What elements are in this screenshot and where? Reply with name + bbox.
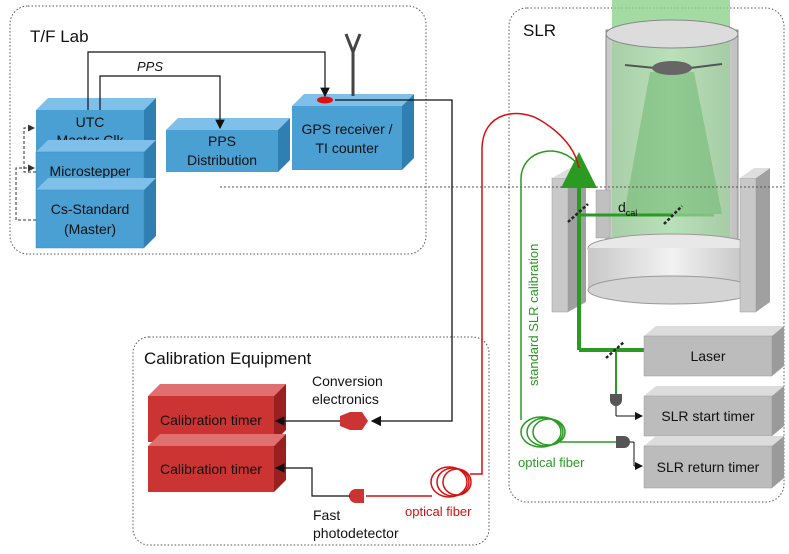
feedback-arrows — [15, 124, 36, 221]
right-pillar — [756, 168, 770, 312]
svg-text:UTC: UTC — [76, 114, 105, 130]
svg-text:SLR return timer: SLR return timer — [657, 459, 760, 475]
slr-title: SLR — [523, 21, 556, 40]
beamsplitter-lower — [605, 341, 625, 359]
svg-text:Cs-Standard: Cs-Standard — [51, 201, 130, 217]
calibration-title: Calibration Equipment — [144, 349, 312, 368]
svg-text:Calibration timer: Calibration timer — [160, 461, 262, 477]
calibration-timer-2-box: Calibration timer — [148, 434, 286, 492]
start-detector — [610, 394, 643, 420]
slr-start-timer-box: SLR start timer — [643, 386, 784, 437]
svg-text:PPS: PPS — [208, 133, 236, 149]
conversion-label-1: Conversion — [312, 373, 383, 389]
photodetector-label: photodetector — [313, 525, 399, 541]
svg-text:TI counter: TI counter — [315, 140, 378, 156]
fast-label: Fast — [313, 507, 340, 523]
conversion-label-2: electronics — [312, 391, 379, 407]
pps-label: PPS — [137, 59, 163, 74]
return-detector — [616, 436, 643, 470]
antenna-icon — [344, 33, 362, 96]
calibration-optical-fiber-label: optical fiber — [405, 504, 472, 519]
std-calibration-path — [520, 150, 580, 420]
slr-fiber-coil — [520, 416, 566, 448]
gps-receiver-box: GPS receiver / TI counter — [292, 94, 414, 170]
beamsplitter-right — [663, 205, 683, 225]
svg-text:(Master): (Master) — [64, 221, 116, 237]
std-calibration-label: standard SLR calibration — [526, 244, 541, 386]
svg-text:Calibration timer: Calibration timer — [160, 412, 262, 428]
telescope-cone — [624, 72, 722, 214]
cs-standard-box: Cs-Standard (Master) — [35, 178, 156, 249]
pps-distribution-box: PPS Distribution — [166, 118, 290, 172]
calibration-frame — [132, 336, 490, 546]
calibration-timer-1-box: Calibration timer — [148, 384, 286, 442]
pps-line-dist — [99, 75, 225, 130]
svg-text:Distribution: Distribution — [187, 152, 257, 168]
tf-lab-title: T/F Lab — [30, 27, 89, 46]
secondary-mirror — [652, 61, 692, 75]
svg-text:GPS receiver /: GPS receiver / — [301, 121, 392, 137]
beamsplitter-upper — [567, 203, 589, 223]
pps-line-top — [87, 51, 330, 110]
conversion-electronics-icon — [340, 412, 368, 430]
calibration-fiber-coil — [430, 466, 472, 498]
svg-text:Microstepper: Microstepper — [50, 163, 131, 179]
tf-lab-frame — [9, 5, 427, 255]
slr-return-timer-box: SLR return timer — [643, 436, 784, 489]
laser-box: Laser — [643, 326, 784, 377]
gps-pulse-marker — [317, 96, 333, 104]
svg-text:Laser: Laser — [690, 348, 725, 364]
dcal-label: dcal — [618, 199, 637, 218]
fast-photodetector-icon — [349, 489, 364, 503]
svg-text:SLR start timer: SLR start timer — [661, 408, 755, 424]
telescope-top — [605, 19, 739, 49]
slr-optical-fiber-label: optical fiber — [518, 455, 585, 470]
red-fiber-line — [470, 112, 580, 475]
gps-to-conversion-line — [335, 99, 453, 427]
